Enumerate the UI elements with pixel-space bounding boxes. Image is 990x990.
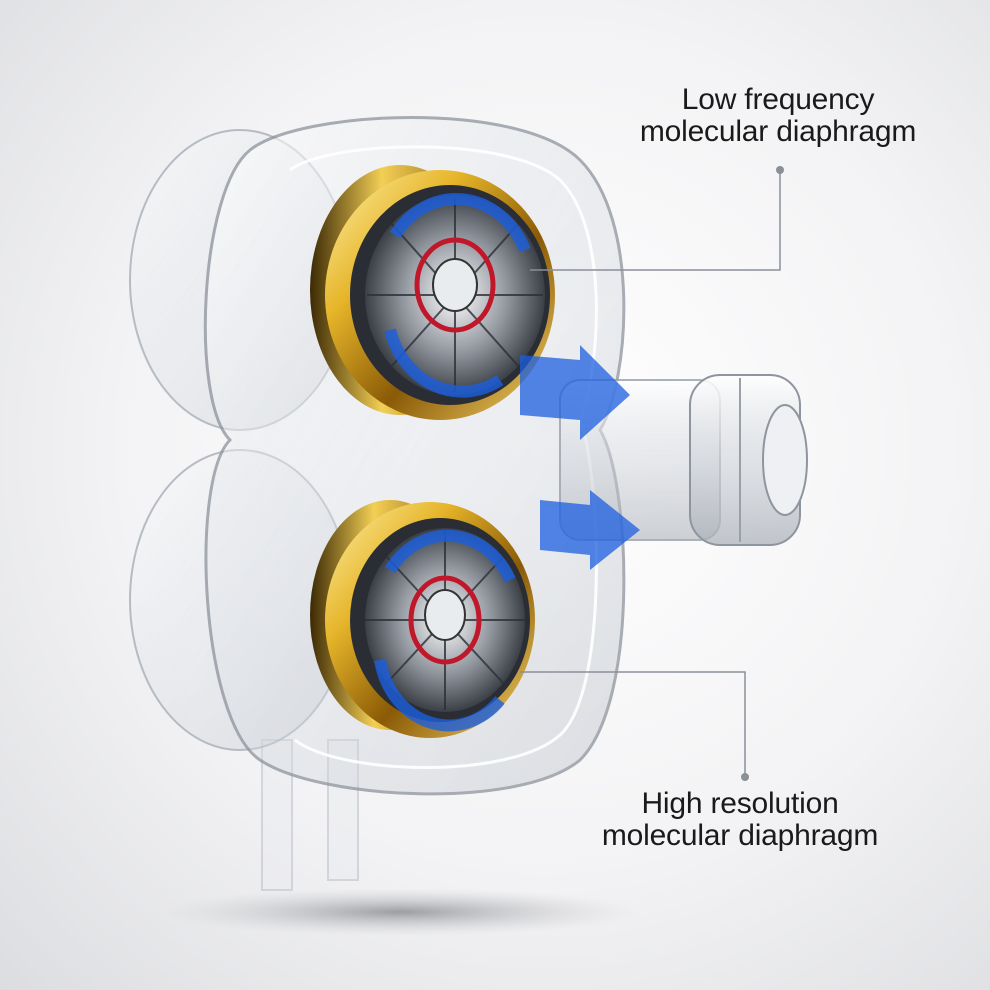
high-resolution-label: High resolution molecular diaphragm <box>590 788 890 852</box>
callout-dot-high <box>741 773 749 781</box>
sound-flow-arrows <box>520 345 640 570</box>
callout-lines <box>520 166 784 781</box>
high-resolution-label-line1: High resolution <box>641 787 839 820</box>
low-frequency-label: Low frequency molecular diaphragm <box>628 84 928 148</box>
low-frequency-label-line1: Low frequency <box>681 83 875 116</box>
high-resolution-driver <box>310 500 535 738</box>
high-resolution-label-line2: molecular diaphragm <box>601 819 879 852</box>
low-frequency-label-line2: molecular diaphragm <box>639 115 917 148</box>
low-frequency-driver <box>310 165 555 420</box>
callout-dot-low <box>776 166 784 174</box>
floor-shadow <box>160 888 640 936</box>
callout-line-high <box>520 671 746 775</box>
callout-line-low <box>530 172 781 271</box>
